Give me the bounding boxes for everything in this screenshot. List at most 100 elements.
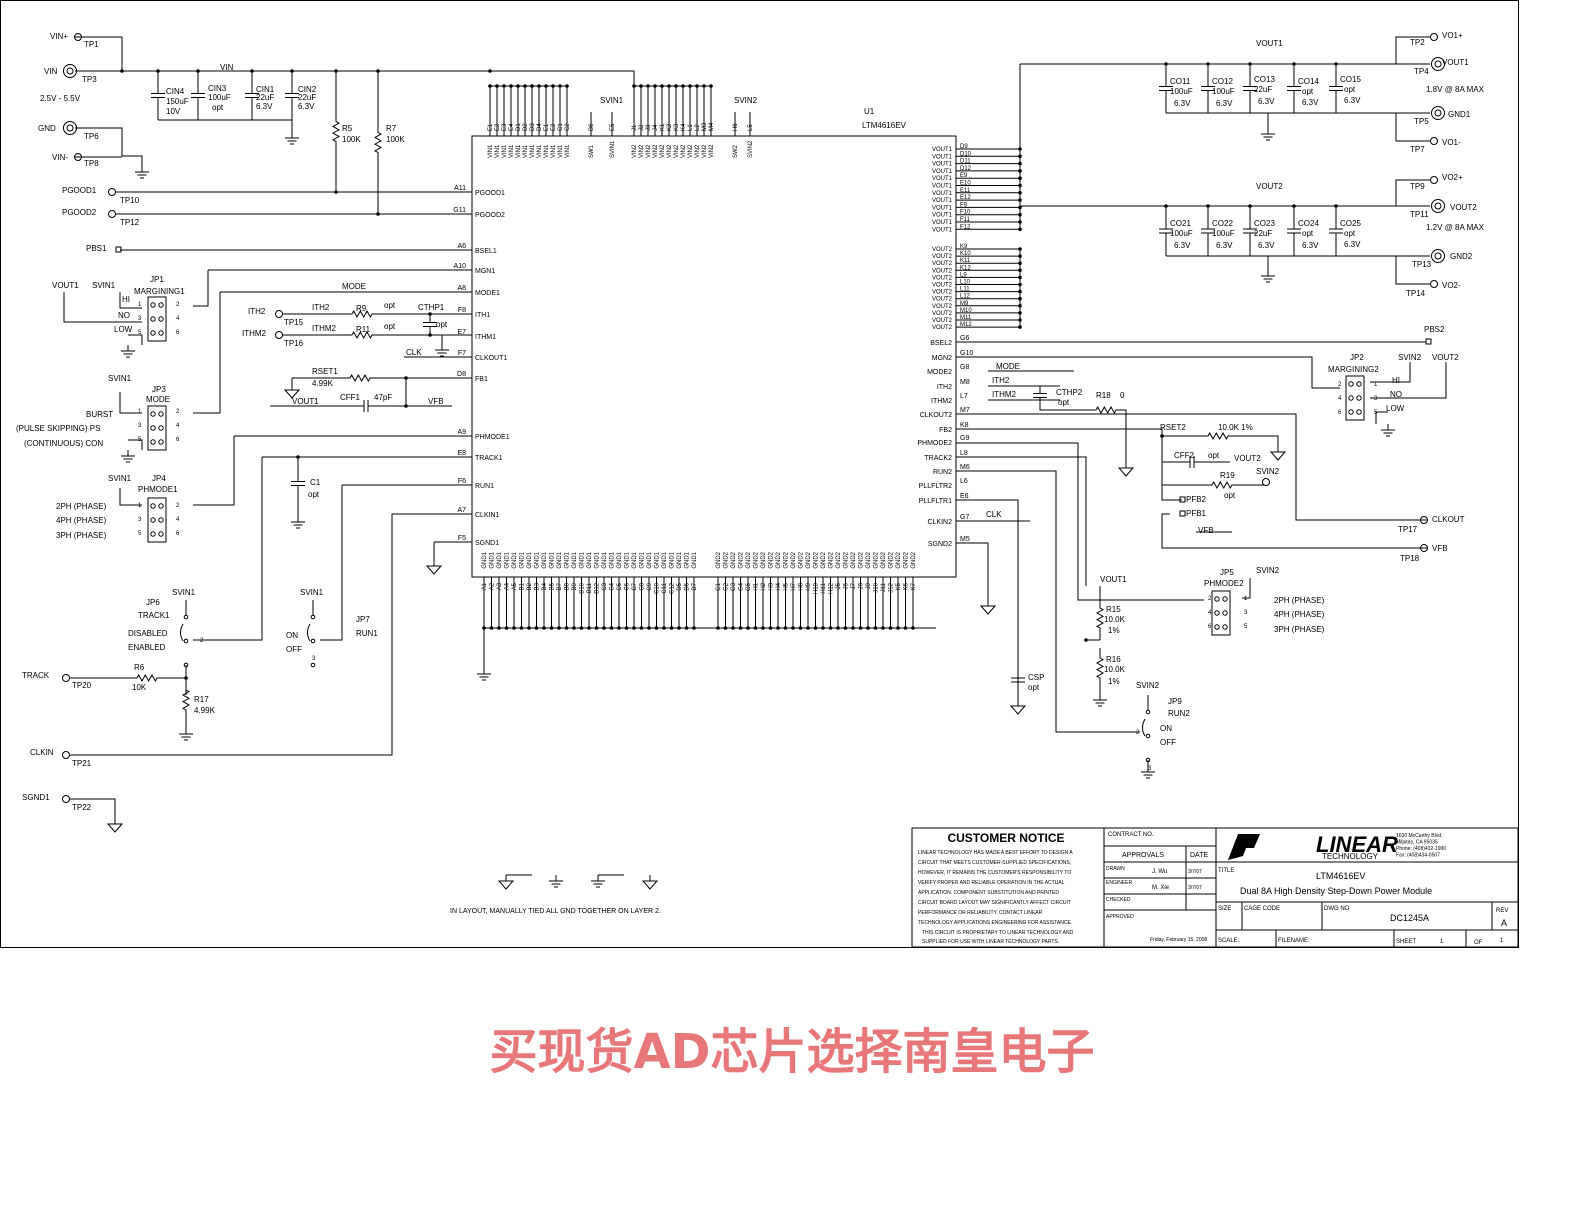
test-point [275, 331, 283, 339]
pin-number: C5 [617, 582, 623, 590]
pin-name: GND2 [761, 551, 767, 568]
customer-notice-title: CUSTOMER NOTICE [947, 831, 1064, 845]
ground-symbol [1261, 128, 1275, 141]
jumper-pin [310, 638, 316, 644]
pin-number: J8 [859, 582, 865, 589]
jumper-header-3x2 [1345, 375, 1365, 421]
net-label: R5 [342, 124, 353, 133]
signal-ground-symbol [497, 875, 515, 890]
run1-jp [320, 485, 343, 641]
pin-number: 3 [138, 423, 142, 429]
net-label: VOUT2 [1450, 203, 1477, 212]
pin-number: A11 [454, 185, 466, 192]
pin-number: G1 [716, 582, 722, 591]
resistor [1204, 480, 1240, 490]
capacitor [285, 71, 299, 120]
pin-number: 6 [176, 437, 180, 443]
pin-name: GND2 [904, 551, 910, 568]
notice-line: TECHNOLOGY APPLICATIONS ENGINEERING FOR … [918, 920, 1072, 926]
pin-name: MGN1 [475, 268, 495, 275]
pin-name: VOUT2 [932, 325, 953, 331]
pin-number: H11 [821, 582, 827, 593]
net-label: TP8 [84, 159, 99, 168]
pin-number: F11 [960, 217, 971, 223]
turret-inner [66, 124, 74, 132]
csp-w [956, 499, 1019, 700]
header-pin [150, 302, 156, 308]
net-label: 6.3V [1258, 241, 1275, 250]
sgnd1-w [70, 798, 116, 818]
pin-number: 5 [1374, 410, 1378, 416]
proprietary-line: THIS CIRCUIT IS PROPRIETARY TO LINEAR TE… [922, 930, 1074, 936]
pin-number: C3 [602, 582, 608, 590]
pin-name: GND1 [662, 551, 668, 568]
parts [62, 33, 1445, 890]
net-label: PFB1 [1186, 509, 1207, 518]
pin-number: D12 [960, 166, 972, 172]
title-field-title-1: LTM4616EV [1316, 871, 1365, 881]
pin-number: K9 [960, 244, 968, 250]
header-pin [150, 439, 156, 445]
ground-bars [1261, 128, 1275, 141]
pin-number: C12 [670, 582, 676, 594]
net-label: CO15 [1340, 75, 1361, 84]
net-label: opt [1208, 451, 1220, 460]
pin-number: K4 [681, 123, 687, 131]
pin-number: 1 [1374, 382, 1378, 388]
ith2-r18 [1039, 405, 1090, 411]
pin-number: G6 [960, 335, 969, 342]
jumper-pin [183, 638, 189, 644]
pbs1-pad [115, 246, 122, 253]
capacitor [245, 71, 259, 120]
pin-name: BSEL1 [475, 248, 497, 255]
net-label: RSET2 [1160, 423, 1186, 432]
schematic: U1LTM4616EVA11PGOOD1G11PGOOD2A6BSEL1A10M… [0, 0, 1519, 948]
junction-dot [184, 676, 188, 680]
pin-number: 2 [1208, 596, 1212, 602]
pin-name: GND2 [911, 551, 917, 568]
net-label: CFF1 [340, 393, 361, 402]
net-label: JP1 [150, 275, 164, 284]
pin-number: J11 [881, 582, 887, 592]
header-pin [158, 302, 164, 308]
pin-name: TRACK2 [924, 455, 952, 462]
pin-name: RUN2 [933, 469, 952, 476]
net-label: CO21 [1170, 219, 1191, 228]
ground-bars [121, 450, 135, 463]
net-label: opt [384, 301, 396, 310]
ic-part: LTM4616EV [862, 121, 907, 130]
pin-name: GND1 [647, 551, 653, 568]
net-label: 2.5V - 5.5V [40, 94, 81, 103]
pin-name: PLLFLTR1 [919, 498, 952, 505]
pin-name: GND2 [866, 551, 872, 568]
notice-line: VERIFY PROPER AND RELIABLE OPERATION IN … [918, 880, 1065, 886]
jumper-link [307, 623, 311, 642]
pin-name: GND1 [482, 551, 488, 568]
pin-number: E4 [509, 123, 515, 131]
jp5-svin [1242, 578, 1251, 599]
net-label: opt [1224, 491, 1236, 500]
pin-name: GND1 [692, 551, 698, 568]
pin-number: A9 [457, 429, 466, 436]
jumper-pin [183, 662, 189, 668]
pin-number: 2 [1136, 730, 1140, 736]
pin-number: C2 [565, 123, 571, 131]
pin-name: SGND1 [475, 540, 499, 547]
pin-number: A4 [505, 582, 511, 590]
net-label: 6.3V [1216, 241, 1233, 250]
net-label: SVIN1 [108, 474, 132, 483]
pin-number: A8 [457, 285, 466, 292]
test-point [108, 210, 116, 218]
ground-bars [549, 875, 563, 888]
pin-number: 5 [1244, 624, 1248, 630]
pin-number: B3 [535, 582, 541, 590]
turret-terminal [63, 121, 77, 135]
pin-name: SW1 [589, 144, 595, 158]
pin-number: H5 [784, 582, 790, 590]
signal-ground-symbol [425, 560, 443, 575]
jp2-svin [1370, 362, 1411, 383]
junction-dot [404, 404, 408, 408]
net-label: PGOOD2 [62, 208, 97, 217]
net-label: TP1 [84, 40, 99, 49]
header-pin [1356, 381, 1362, 387]
